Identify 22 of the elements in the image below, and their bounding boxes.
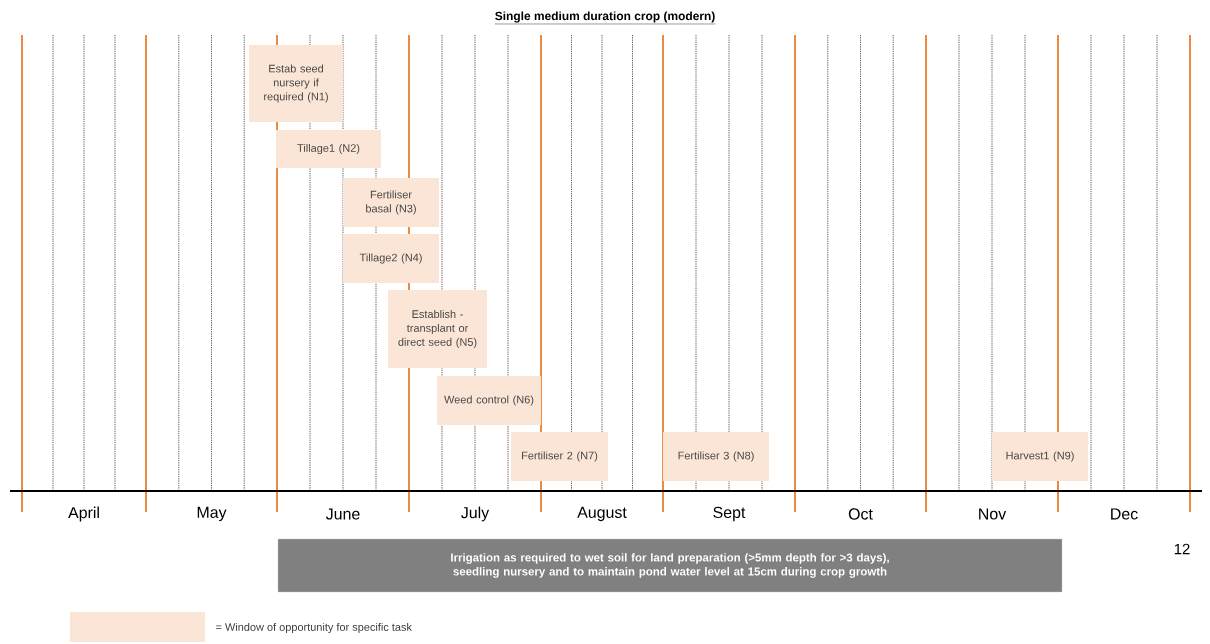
month-label: Nov xyxy=(979,508,1007,520)
month-label: Oct xyxy=(848,508,873,520)
task-box: Fertiliser 3 (N8) xyxy=(663,432,769,481)
note-banner: Irrigation as required to wet soil for land preparation (>5mm depth for >3 days), seedling nursery and to maintain pond water level at 15cm during crop growth xyxy=(277,538,1063,593)
task-box: Tillage2 (N4) xyxy=(343,234,439,283)
task-box: Fertiliser basal (N3) xyxy=(343,178,439,227)
month-label: July xyxy=(461,506,490,522)
month-label: Dec xyxy=(1111,508,1138,520)
chart-title: Single medium duration crop (modern) xyxy=(494,11,716,25)
task-box: Weed control (N6) xyxy=(437,376,541,425)
month-label: June xyxy=(325,508,360,520)
month-label: April xyxy=(68,506,99,522)
task-box: Tillage1 (N2) xyxy=(276,130,381,168)
task-box: Harvest1 (N9) xyxy=(992,432,1088,481)
month-label: August xyxy=(577,506,627,522)
task-box: Fertiliser 2 (N7) xyxy=(511,432,608,481)
legend-text: = Window of opportunity for specific task xyxy=(216,622,412,634)
task-box: Estab seed nursery if required (N1) xyxy=(249,45,343,122)
month-label: May xyxy=(197,506,227,522)
page-number: 12 xyxy=(1174,543,1190,555)
month-label: Sept xyxy=(713,506,746,522)
task-box: Establish - transplant or direct seed (N5) xyxy=(388,290,487,368)
